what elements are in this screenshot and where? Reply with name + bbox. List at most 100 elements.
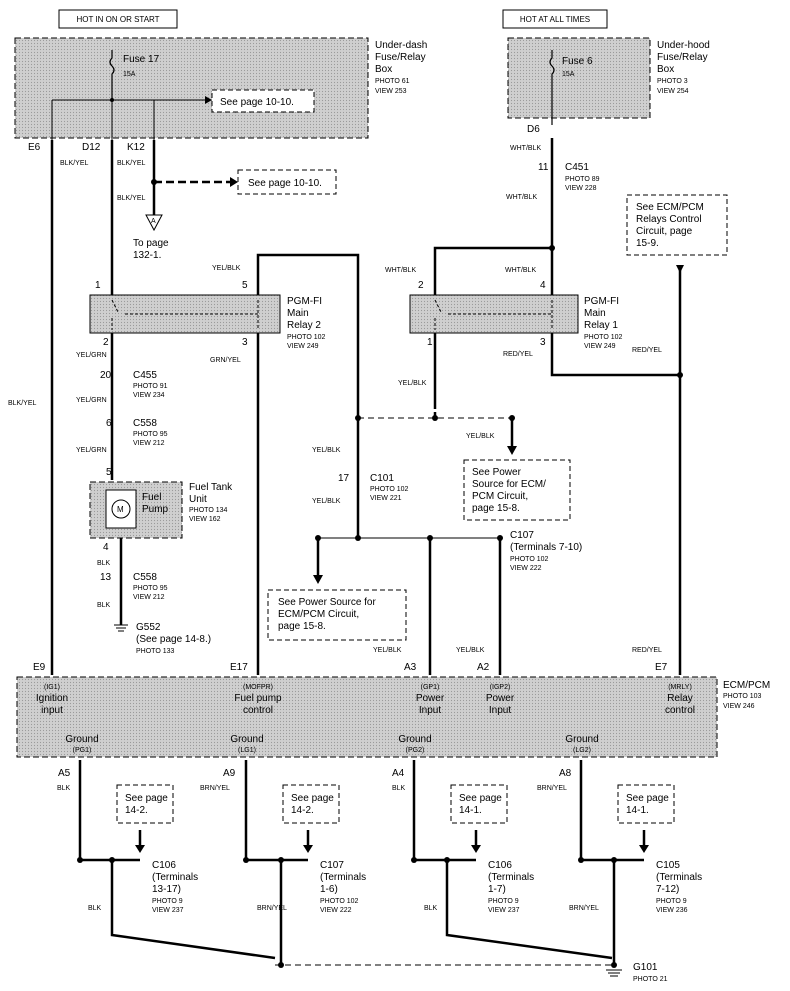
svg-text:YEL/BLK: YEL/BLK: [373, 647, 402, 654]
svg-text:5: 5: [242, 280, 248, 291]
ecm-pcm-box: [16, 676, 718, 758]
svg-text:See page 10-10.: See page 10-10.: [248, 178, 322, 189]
svg-text:14-1.: 14-1.: [626, 805, 649, 816]
see-158-right: [463, 459, 571, 521]
svg-text:GRN/YEL: GRN/YEL: [210, 357, 241, 364]
svg-text:(Terminals 7-10): (Terminals 7-10): [510, 542, 582, 553]
ground-g101-icon: [606, 969, 622, 977]
header-hot-on-start: HOT IN ON OR START: [76, 15, 159, 24]
svg-text:Pump: Pump: [142, 504, 169, 515]
conn-t1-3: (Terminals: [656, 872, 702, 883]
svg-text:BLK/YEL: BLK/YEL: [8, 400, 37, 407]
svg-text:Fuel pump: Fuel pump: [234, 693, 282, 704]
underdash-name-3: Box: [375, 64, 392, 75]
svg-text:PHOTO 89: PHOTO 89: [565, 176, 600, 183]
svg-text:BLK/YEL: BLK/YEL: [117, 195, 146, 202]
conn-view-1: VIEW 222: [320, 907, 352, 914]
conn-t1-0: (Terminals: [152, 872, 198, 883]
svg-text:Input: Input: [419, 705, 441, 716]
header-box-left: [58, 9, 178, 29]
svg-text:BRN/YEL: BRN/YEL: [537, 785, 567, 792]
conn-t2-2: 1-7): [488, 884, 506, 895]
svg-text:VIEW 234: VIEW 234: [133, 392, 165, 399]
svg-text:WHT/BLK: WHT/BLK: [510, 145, 541, 152]
svg-text:C455: C455: [133, 370, 157, 381]
svg-text:(See page 14-8.): (See page 14-8.): [136, 634, 211, 645]
svg-text:BRN/YEL: BRN/YEL: [200, 785, 230, 792]
svg-text:PGM-FI: PGM-FI: [287, 296, 322, 307]
header-hot-all-times: HOT AT ALL TIMES: [520, 15, 590, 24]
svg-text:BLK/YEL: BLK/YEL: [117, 160, 146, 167]
svg-text:1: 1: [95, 280, 101, 291]
svg-text:3: 3: [242, 337, 248, 348]
underdash-fuse-box: [14, 37, 369, 139]
svg-text:C558: C558: [133, 572, 157, 583]
conn-photo-3: PHOTO 9: [656, 898, 687, 905]
svg-text:Main: Main: [287, 308, 309, 319]
svg-text:BLK: BLK: [392, 785, 406, 792]
svg-text:Power: Power: [486, 693, 515, 704]
svg-text:PHOTO 102: PHOTO 102: [510, 556, 548, 563]
svg-text:C107: C107: [510, 530, 534, 541]
svg-text:17: 17: [338, 473, 350, 484]
svg-text:VIEW 212: VIEW 212: [133, 440, 165, 447]
svg-text:See page: See page: [626, 793, 669, 804]
conn-view-0: VIEW 237: [152, 907, 184, 914]
svg-text:Fuse 6: Fuse 6: [562, 56, 593, 67]
svg-text:VIEW 212: VIEW 212: [133, 594, 165, 601]
splice-1: [243, 857, 249, 863]
svg-text:G101: G101: [633, 962, 658, 973]
svg-text:K12: K12: [127, 142, 145, 153]
svg-text:20: 20: [100, 370, 112, 381]
svg-text:control: control: [243, 705, 273, 716]
svg-text:G552: G552: [136, 622, 161, 633]
connector-a: [145, 214, 163, 232]
svg-text:Main: Main: [584, 308, 606, 319]
svg-text:See Power Source for: See Power Source for: [278, 597, 376, 608]
see-ecm-relays-box: [626, 194, 728, 256]
svg-text:PHOTO 95: PHOTO 95: [133, 431, 168, 438]
svg-text:PHOTO 134: PHOTO 134: [189, 507, 227, 514]
svg-text:PHOTO 133: PHOTO 133: [136, 648, 174, 655]
svg-text:Fuel Tank: Fuel Tank: [189, 482, 233, 493]
svg-text:YEL/BLK: YEL/BLK: [312, 447, 341, 454]
see-page-box-2: [450, 784, 508, 824]
svg-text:Ground: Ground: [565, 734, 598, 745]
svg-text:Relay 2: Relay 2: [287, 320, 321, 331]
svg-text:ECM/PCM: ECM/PCM: [723, 680, 770, 691]
svg-text:E17: E17: [230, 662, 248, 673]
conn-name-1: C107: [320, 860, 344, 871]
svg-text:See Power: See Power: [472, 467, 522, 478]
svg-text:See page: See page: [459, 793, 502, 804]
svg-text:Input: Input: [489, 705, 511, 716]
svg-text:(IG1): (IG1): [44, 684, 60, 691]
svg-text:PHOTO 21: PHOTO 21: [633, 976, 668, 983]
conn-photo-0: PHOTO 9: [152, 898, 183, 905]
svg-text:BLK: BLK: [57, 785, 71, 792]
svg-text:14-1.: 14-1.: [459, 805, 482, 816]
svg-text:E9: E9: [33, 662, 46, 673]
svg-text:Relays Control: Relays Control: [636, 214, 702, 225]
svg-text:YEL/BLK: YEL/BLK: [456, 647, 485, 654]
svg-text:RED/YEL: RED/YEL: [503, 351, 533, 358]
svg-text:YEL/BLK: YEL/BLK: [466, 433, 495, 440]
svg-text:15A: 15A: [562, 71, 575, 78]
svg-text:BLK: BLK: [424, 905, 438, 912]
svg-text:BRN/YEL: BRN/YEL: [257, 905, 287, 912]
svg-text:A5: A5: [58, 768, 71, 779]
svg-text:VIEW 222: VIEW 222: [510, 565, 542, 572]
svg-text:A8: A8: [559, 768, 572, 779]
svg-text:Under-hood: Under-hood: [657, 40, 710, 51]
underdash-photo: PHOTO 61: [375, 78, 410, 85]
svg-text:PHOTO 91: PHOTO 91: [133, 383, 168, 390]
svg-text:VIEW 249: VIEW 249: [287, 343, 319, 350]
svg-text:page 15-8.: page 15-8.: [472, 503, 520, 514]
svg-text:WHT/BLK: WHT/BLK: [385, 267, 416, 274]
svg-text:RED/YEL: RED/YEL: [632, 347, 662, 354]
svg-text:See page: See page: [291, 793, 334, 804]
svg-text:BLK: BLK: [88, 905, 102, 912]
svg-text:See page: See page: [125, 793, 168, 804]
svg-text:ECM/PCM Circuit,: ECM/PCM Circuit,: [278, 609, 359, 620]
svg-text:Source for ECM/: Source for ECM/: [472, 479, 546, 490]
svg-text:2: 2: [103, 337, 109, 348]
